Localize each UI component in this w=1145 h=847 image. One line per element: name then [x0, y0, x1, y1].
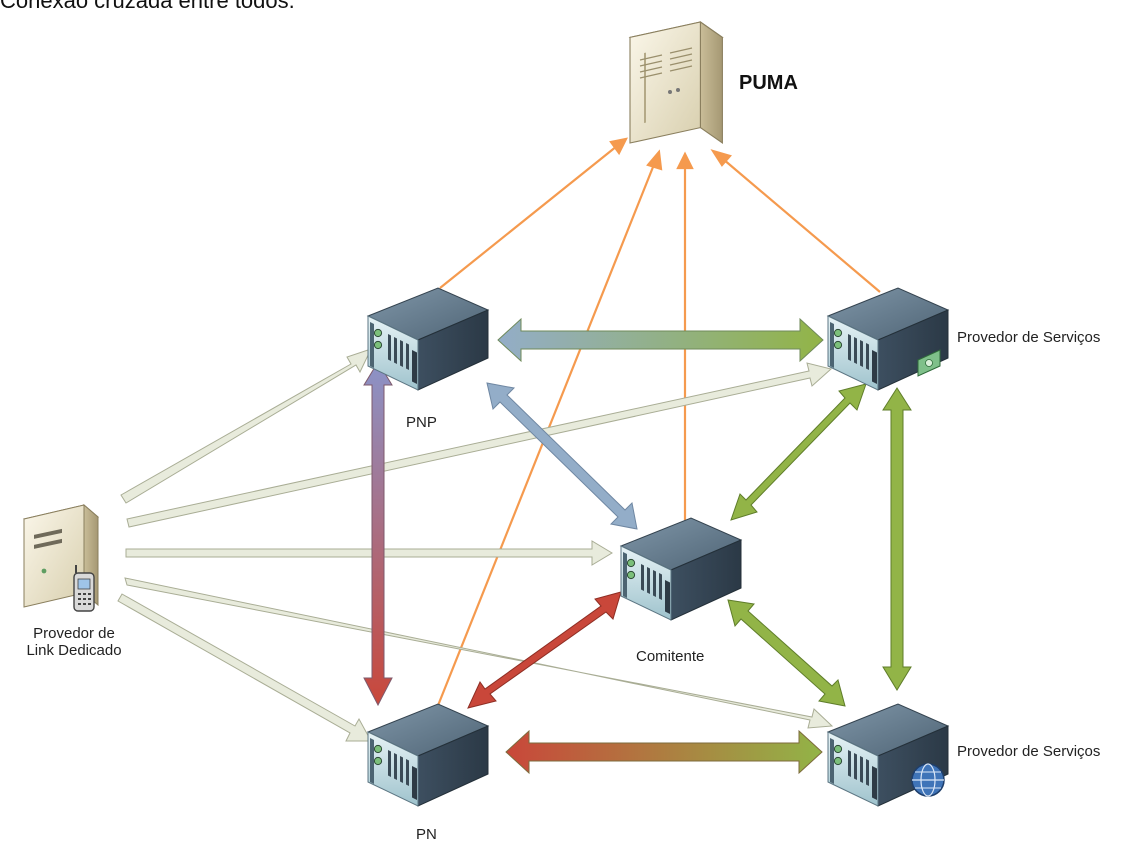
comitente-server-icon [620, 517, 742, 621]
comitente-provider-top-link [730, 383, 867, 521]
diagram-caption: Conexão cruzada entre todos. [0, 0, 295, 13]
link-provider-tower-icon [22, 503, 100, 612]
puma-server-icon [629, 21, 723, 144]
link-provider-label-line2: Link Dedicado [26, 642, 122, 659]
pnp-provider-link [497, 317, 824, 363]
pn-label: PN [416, 826, 437, 843]
pn-provider-bottom-link [505, 729, 823, 775]
comitente-label: Comitente [636, 648, 705, 665]
provider-bottom-label: Provedor de Serviços [957, 743, 1101, 760]
link-provider-label: Provedor de Link Dedicado [14, 625, 134, 659]
pnp-comitente-link [486, 382, 638, 530]
beige-links [117, 348, 834, 742]
provider-top-server-icon [827, 287, 949, 391]
globe-icon [911, 763, 945, 797]
pnp-pn-link [363, 361, 393, 707]
comitente-provider-bottom-link [727, 599, 846, 707]
mobile-phone-icon [73, 565, 95, 612]
provider-top-bottom-link [882, 387, 912, 691]
pnp-server-icon [367, 287, 489, 391]
pn-server-icon [367, 703, 489, 807]
puma-label: PUMA [739, 72, 798, 94]
orange-links [435, 137, 881, 709]
pnp-label: PNP [406, 414, 437, 431]
money-icon [917, 349, 941, 377]
comitente-pn-link [467, 591, 622, 709]
provider-bottom-server-icon [827, 703, 949, 807]
link-provider-label-line1: Provedor de [33, 625, 115, 642]
provider-top-label: Provedor de Serviços [957, 329, 1101, 346]
